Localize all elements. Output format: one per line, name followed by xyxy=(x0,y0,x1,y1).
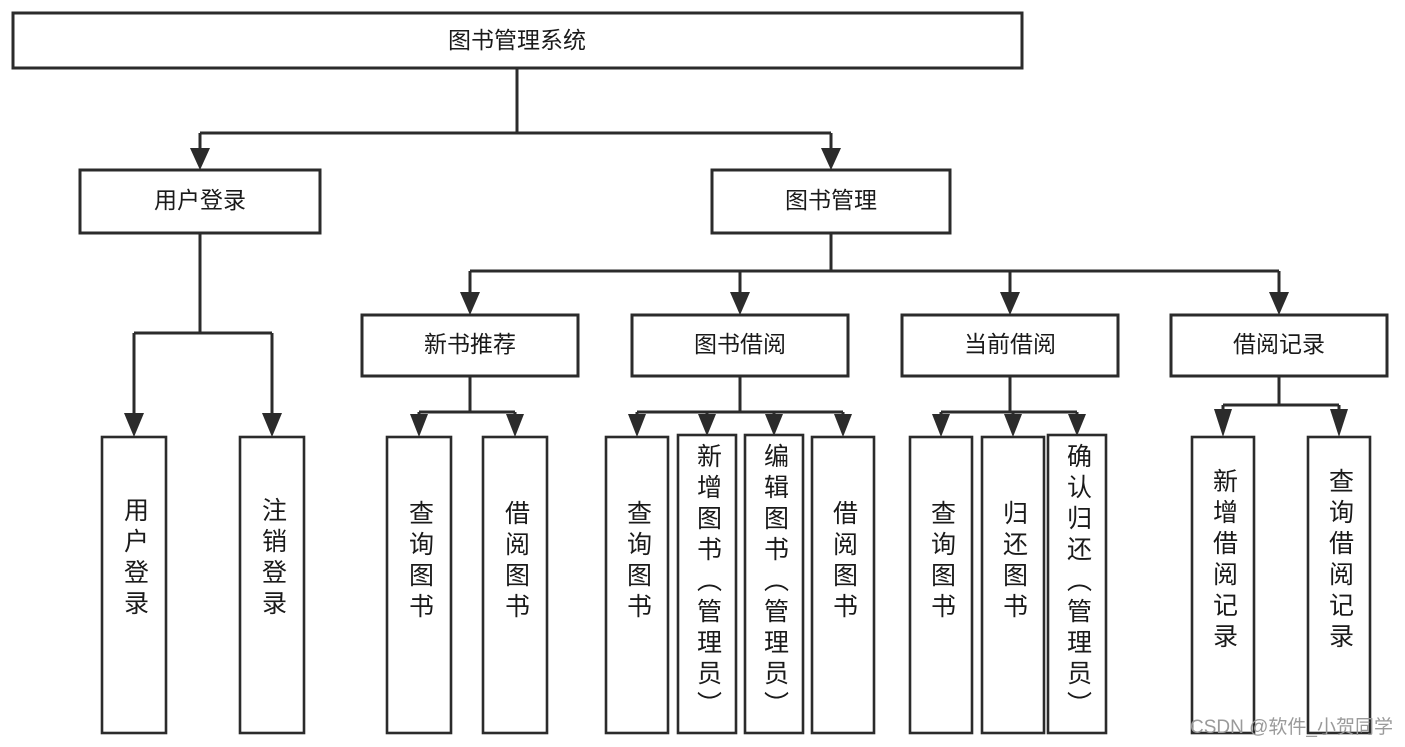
leaf-box-edit-book-admin[interactable] xyxy=(743,433,805,735)
node-current-borrow-label: 当前借阅 xyxy=(964,331,1056,357)
connector-group-current-borrow xyxy=(932,376,1086,437)
arrow-head-icon xyxy=(1068,414,1086,436)
arrow-head-icon xyxy=(765,414,783,436)
arrow-head-icon xyxy=(262,413,282,437)
connector-group-new-books xyxy=(410,376,524,437)
connector-group-borrow-records xyxy=(1214,376,1348,437)
node-borrow-records-label: 借阅记录 xyxy=(1233,331,1325,357)
leaf-box-borrow-books-rec[interactable] xyxy=(481,435,549,735)
node-book-management-box[interactable] xyxy=(710,168,952,235)
node-book-borrow-label: 图书借阅 xyxy=(694,331,786,357)
node-borrow-records-box[interactable] xyxy=(1169,313,1389,378)
node-user-login-label: 用户登录 xyxy=(154,187,246,213)
node-root-label: 图书管理系统 xyxy=(448,27,586,53)
leaf-box-query-books-current[interactable] xyxy=(908,435,974,735)
node-root-box[interactable] xyxy=(11,11,1024,70)
node-root[interactable]: 图书管理系统 xyxy=(11,11,1024,70)
node-user-login-box[interactable] xyxy=(78,168,322,235)
connector-group-book-mgmt xyxy=(460,233,1289,315)
node-new-book-recommend-box[interactable] xyxy=(360,313,580,378)
arrow-head-icon xyxy=(628,414,646,437)
arrow-head-icon xyxy=(506,414,524,437)
arrow-head-icon xyxy=(1004,414,1022,437)
arrow-head-icon xyxy=(1330,409,1348,437)
leaf-box-query-borrow-record[interactable] xyxy=(1306,435,1372,735)
connector-group-user-login xyxy=(124,233,282,437)
node-new-book-recommend-label: 新书推荐 xyxy=(424,331,516,357)
arrow-head-icon xyxy=(190,148,210,170)
arrow-head-icon xyxy=(410,414,428,437)
leaf-box-add-book-admin[interactable] xyxy=(676,433,738,735)
node-borrow-records[interactable]: 借阅记录 xyxy=(1169,313,1389,378)
arrow-head-icon xyxy=(1269,292,1289,315)
leaf-box-user-login[interactable] xyxy=(100,435,168,735)
leaf-box-add-borrow-record[interactable] xyxy=(1190,435,1256,735)
arrow-head-icon xyxy=(834,414,852,437)
leaf-box-confirm-return-admin[interactable] xyxy=(1046,433,1108,735)
arrow-head-icon xyxy=(730,292,750,315)
leaf-boxes-group xyxy=(100,433,1372,735)
leaf-box-query-books-rec[interactable] xyxy=(385,435,453,735)
arrow-head-icon xyxy=(698,414,716,436)
node-current-borrow-box[interactable] xyxy=(900,313,1120,378)
node-book-borrow[interactable]: 图书借阅 xyxy=(630,313,850,378)
node-current-borrow[interactable]: 当前借阅 xyxy=(900,313,1120,378)
leaf-box-return-book[interactable] xyxy=(980,435,1046,735)
node-book-borrow-box[interactable] xyxy=(630,313,850,378)
node-new-book-recommend[interactable]: 新书推荐 xyxy=(360,313,580,378)
node-book-management[interactable]: 图书管理 xyxy=(710,168,952,235)
leaf-box-borrow-book[interactable] xyxy=(810,435,876,735)
node-book-management-label: 图书管理 xyxy=(785,187,877,213)
arrow-head-icon xyxy=(1214,409,1232,437)
node-user-login[interactable]: 用户登录 xyxy=(78,168,322,235)
connector-group-root xyxy=(190,68,841,170)
arrow-head-icon xyxy=(932,414,950,437)
arrow-head-icon xyxy=(821,148,841,170)
connector-group-borrow-books xyxy=(628,376,852,437)
arrow-head-icon xyxy=(460,292,480,315)
arrow-head-icon xyxy=(1000,292,1020,315)
leaf-box-query-books-borrow[interactable] xyxy=(604,435,670,735)
leaf-box-logout[interactable] xyxy=(238,435,306,735)
arrow-head-icon xyxy=(124,413,144,437)
